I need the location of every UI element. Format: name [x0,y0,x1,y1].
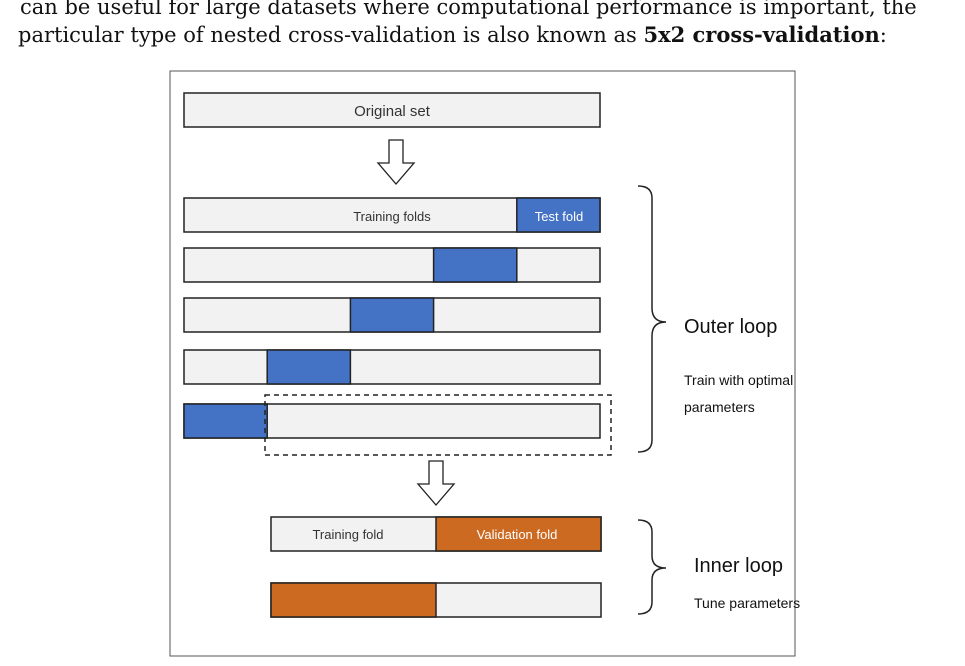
inner-loop-title: Inner loop [694,555,783,577]
outer-loop-brace [637,185,667,453]
original-set-label: Original set [354,103,431,120]
outer-loop-title: Outer loop [684,316,777,338]
intro-line-2: particular type of nested cross-validati… [18,21,965,48]
intro-line-1: can be useful for large datasets where c… [20,0,917,19]
outer-loop-note-1: Train with optimal [684,372,793,388]
intro-bold-term: 5x2 cross-validation [643,22,880,47]
outer-fold-highlight-5 [183,403,268,439]
test-fold-label: Test fold [535,209,583,224]
validation-fold-label: Validation fold [477,527,558,542]
selected-training-outline [264,394,612,456]
outer-fold-row-2 [183,247,601,283]
inner-loop-rows [270,516,602,618]
down-arrow-icon [376,139,416,185]
outer-loop-rows [183,197,601,439]
outer-loop-note-2: parameters [684,399,755,415]
outer-fold-highlight-3 [349,297,435,333]
inner-loop-brace [637,519,667,615]
outer-fold-highlight-4 [266,349,352,385]
training-fold-label: Training fold [312,527,383,542]
outer-fold-row-4 [183,349,601,385]
intro-line-2-end: : [879,23,887,47]
inner-fold-highlight-2 [270,582,437,618]
outer-fold-highlight-2 [432,247,518,283]
down-arrow-icon [416,460,456,506]
intro-line-2-text: particular type of nested cross-validati… [18,23,644,47]
intro-text: can be useful for large datasets where c… [0,0,965,48]
inner-loop-note: Tune parameters [694,595,800,611]
outer-fold-highlight-1 [516,197,601,233]
inner-fold-highlight-1 [435,516,602,552]
training-folds-label: Training folds [353,209,431,224]
original-set-bar [183,92,601,128]
